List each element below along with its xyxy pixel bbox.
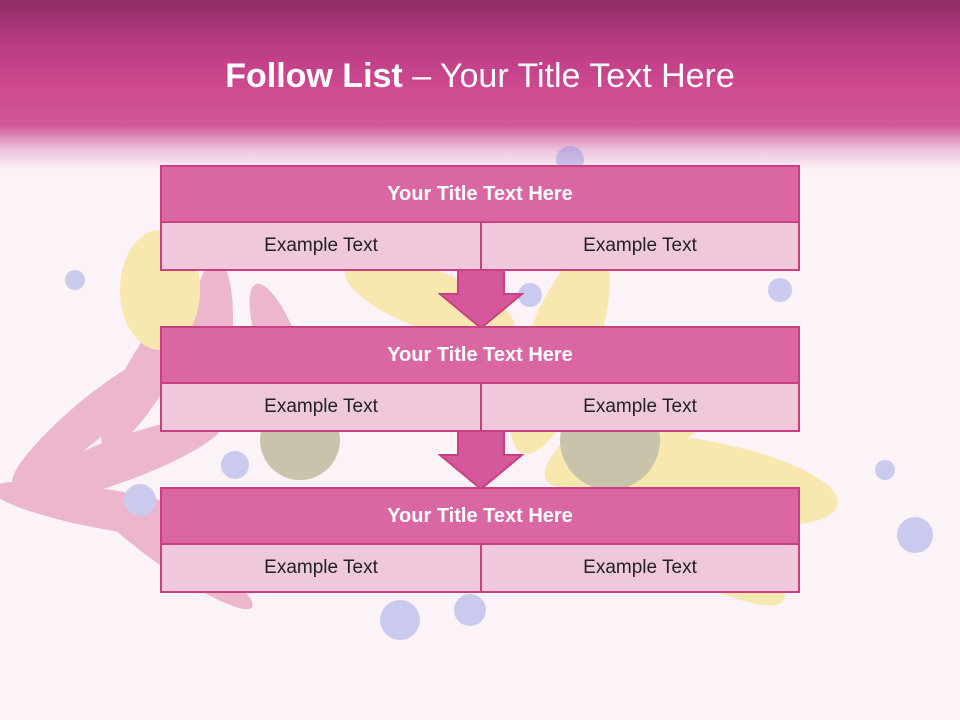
step-box-3: Your Title Text Here Example Text Exampl… [160, 487, 800, 593]
slide-title: Follow List – Your Title Text Here [0, 52, 960, 100]
step-cell-left: Example Text [162, 384, 482, 430]
step-title: Your Title Text Here [162, 167, 798, 223]
step-title: Your Title Text Here [162, 328, 798, 384]
title-separator: – [402, 57, 440, 95]
step-cell-right: Example Text [482, 545, 798, 591]
title-rest: Your Title Text Here [439, 57, 735, 95]
step-box-1: Your Title Text Here Example Text Exampl… [160, 165, 800, 271]
title-bold-part: Follow List [225, 57, 403, 95]
down-arrow-icon [438, 270, 524, 330]
header-band [0, 0, 960, 170]
step-cell-left: Example Text [162, 223, 482, 269]
step-box-2: Your Title Text Here Example Text Exampl… [160, 326, 800, 432]
step-cell-right: Example Text [482, 223, 798, 269]
step-cell-right: Example Text [482, 384, 798, 430]
down-arrow-icon [438, 431, 524, 491]
step-cell-left: Example Text [162, 545, 482, 591]
step-title: Your Title Text Here [162, 489, 798, 545]
